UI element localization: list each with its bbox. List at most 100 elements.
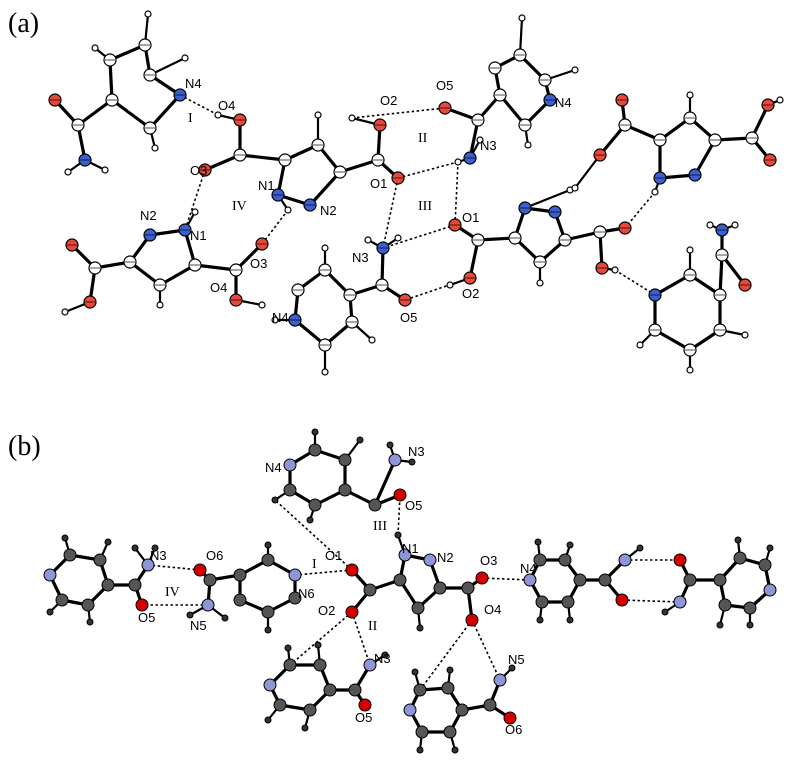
panel-b-atom-hg3 [746,621,754,629]
panel-a-atom-h3 [181,54,189,62]
panel-b-atom-b7 [368,498,382,512]
panel-a-atom-h5 [64,168,72,176]
panel-a-atom-hm2 [271,316,279,324]
panel-b-atom-hj3 [451,746,459,754]
panel-b-atom-b5 [283,483,297,497]
panel-b-atom-c4 [393,573,407,587]
panel-a-atom-label-16: O1 [462,210,479,225]
panel-b-atom-c3 [345,605,359,619]
panel-b-atom-c11 [465,613,479,627]
panel-a-atom-hr4 [611,266,619,274]
panel-b-atom-hd4 [186,611,194,619]
panel-b-atom-hb5 [386,441,394,449]
panel-a-atom-h1 [144,10,152,18]
panel-b-atom-b6 [283,458,297,472]
panel-a-atom-label-19: O2 [462,286,479,301]
panel-b-atom-c10 [475,571,489,585]
panel-b-atom-g5 [733,551,747,565]
panel-b-atom-b8 [393,488,407,502]
panel-a-atom-hr2 [536,279,544,287]
panel-a-bond-4 [148,93,182,130]
panel-b-hbond-9 [351,611,371,666]
panel-a-hbond-4 [397,161,459,179]
panel-b-atom-label-0: N3 [408,444,425,459]
panel-b-hbond-4 [147,564,201,571]
panel-a-bond-23 [338,158,380,174]
panel-b-atom-j3 [441,681,455,695]
panel-b-atom-e5 [81,598,95,612]
panel-b-atom-hi2 [314,641,322,649]
panel-b-atom-g1 [673,553,687,567]
panel-a-atom-hp1 [214,111,222,119]
panel-a-motif-label-2: I [188,111,193,126]
panel-b-atom-i8 [358,698,372,712]
panel-b-atom-hg2 [766,544,774,552]
panel-a-atom-hm3 [321,368,329,376]
panel-a-bond-108 [653,328,692,352]
panel-a-atom-label-20: O5 [400,310,417,325]
panel-b-hbond-10 [419,619,473,691]
panel-b-atom-e1 [43,568,57,582]
panel-b-atom-d7 [203,573,217,587]
panel-a-atom-ht2 [741,331,749,339]
panel-b-atom-hi3 [301,724,309,732]
panel-b-atom-he3 [86,618,94,626]
panel-b-atom-c1 [345,563,359,577]
panel-b-atom-d3 [233,568,247,582]
panel-a-atom-label-22: N4 [272,310,289,325]
panel-b-hbond-8 [289,611,353,666]
panel-b-atom-hf3 [566,616,574,624]
panel-b-atom-he5 [151,544,159,552]
panel-b-atom-e2 [63,548,77,562]
panel-b-atom-hj2 [446,666,454,674]
panel-a-atom-ht1 [686,246,694,254]
panel-a-bond-52 [193,263,238,272]
panel-a-bond-5 [110,98,152,130]
panel-b-atom-he2 [104,538,112,546]
panel-b-atom-b9 [388,453,402,467]
panel-b-atom-label-20: N5 [508,652,525,667]
panel-a-atom-hs2 [776,96,784,104]
panel-b-atom-i5 [303,703,317,717]
panel-a-atom-hm5 [394,234,402,242]
panel-b-hbond-1 [274,499,353,571]
panel-a-hbond-5 [382,177,399,249]
panel-b-atom-c2 [363,583,377,597]
panel-a-atom-label-11: O1 [370,176,387,191]
panel-a-atom-label-0: N4 [185,76,202,91]
panel-b-atom-i4 [323,683,337,697]
panel-b-atom-j4 [455,703,469,717]
hydrogen-bonds-b [142,494,681,691]
panel-b-atom-i2 [283,658,297,672]
panel-b-atom-label-9: O3 [480,553,497,568]
panel-b-atom-e4 [101,578,115,592]
panel-b-atom-hd2 [221,614,229,622]
panel-a-atom-label-10: N2 [320,203,337,218]
panel-b-atom-hd3 [264,626,272,634]
panel-b-atom-label-2: O5 [405,498,422,513]
panel-a-atom-hp4 [348,114,356,122]
panel-a-atom-ht4 [636,341,644,349]
panel-a-atom-hq2 [571,66,579,74]
panel-b-hbond-7 [621,599,681,603]
panel-b-atom-hc2 [416,624,424,632]
panel-a-atom-hp2 [314,111,322,119]
panel-b-atom-c5 [398,548,412,562]
panel-b-atom-f6 [535,595,549,609]
panel-b-atom-f3 [558,553,572,567]
panel-b-atom-e3 [93,553,107,567]
panel-b-atom-hj1 [411,668,419,676]
panel-b-atom-e9 [141,558,155,572]
panel-b-atom-hf4 [536,616,544,624]
panel-a-atom-label-8: O3 [190,163,207,178]
panel-b-atom-hj5 [508,664,516,672]
panel-b-atom-hi4 [264,716,272,724]
atoms-b [43,428,777,754]
panel-b-atom-label-8: N2 [437,550,454,565]
panel-b-atom-label-14: O5 [138,610,155,625]
panel-b-atom-c6 [423,553,437,567]
panel-b-atom-label-1: N4 [265,460,282,475]
